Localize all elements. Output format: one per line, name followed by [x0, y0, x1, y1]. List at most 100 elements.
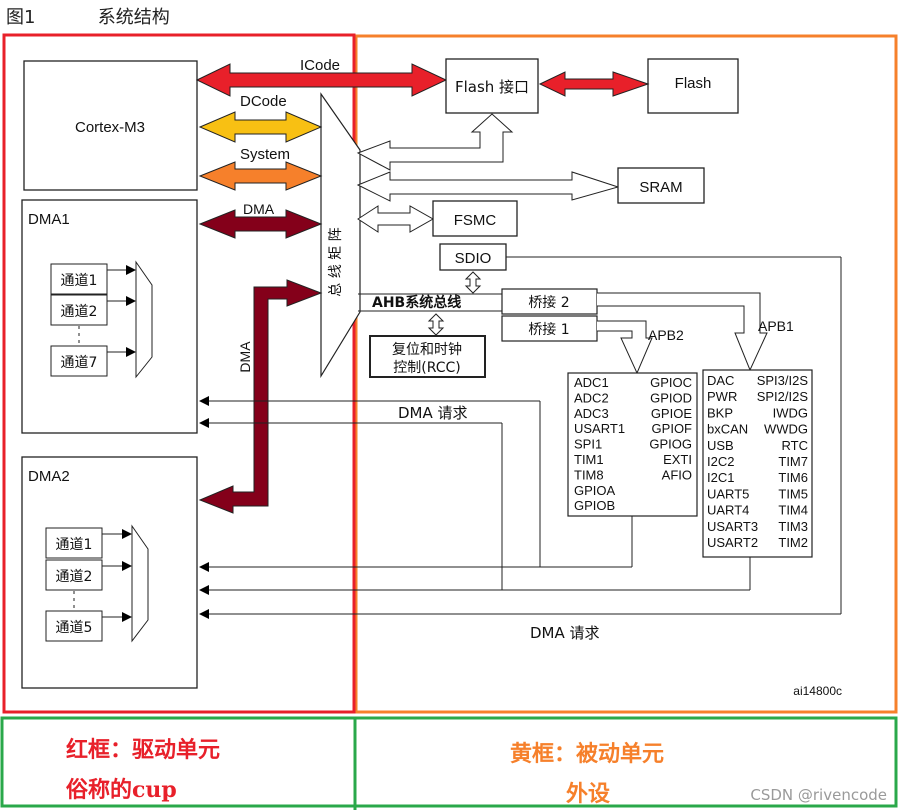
- dma1-channel-2-label: 通道2: [61, 304, 98, 320]
- bridge1-label: 桥接 1: [528, 321, 569, 338]
- apb2-bus-arrow: [597, 320, 653, 375]
- dma1-channel-2: [50, 294, 108, 326]
- peripheral-i2c2: I2C2: [707, 454, 734, 469]
- bus-matrix: [320, 92, 361, 379]
- peripheral-usart2: USART2: [707, 535, 758, 550]
- peripheral-i2c1: I2C1: [707, 470, 734, 485]
- fsmc-label: FSMC: [454, 212, 497, 229]
- flash-block: [647, 58, 739, 114]
- flash-interface-block: [445, 58, 539, 114]
- apb2-peripherals-box: [567, 372, 698, 517]
- cortex-m3-block: [23, 60, 198, 191]
- dma1-channel-7-label: 通道7: [61, 355, 98, 371]
- figure-title: 系统结构: [97, 7, 170, 28]
- dma2-channels: 通道1 通道2 通道5: [45, 524, 149, 643]
- peripheral-spi2-i2s: SPI2/I2S: [757, 389, 809, 404]
- dma2-channel-2-label: 通道2: [56, 569, 93, 585]
- peripheral-spi3-i2s: SPI3/I2S: [757, 373, 809, 388]
- peripheral-tim5: TIM5: [778, 486, 808, 501]
- system-label: System: [240, 146, 290, 163]
- peripheral-tim8: TIM8: [574, 467, 604, 482]
- apb1-peripherals-box: [702, 369, 813, 558]
- peripheral-gpioc: GPIOC: [650, 375, 692, 390]
- dma2-bus-arrow: [198, 279, 323, 514]
- peripheral-exti: EXTI: [663, 452, 692, 467]
- flash-bus-arrow: [538, 71, 650, 97]
- figure-number: 图1: [6, 7, 36, 28]
- dma2-channel-1: [45, 527, 103, 559]
- ahb-label: AHB系统总线: [372, 294, 461, 311]
- peripheral-iwdg: IWDG: [773, 405, 808, 420]
- bus-matrix-label: 总 线 矩 阵: [328, 227, 344, 296]
- dma-request-label-1: DMA 请求: [398, 404, 468, 422]
- orange-frame-passive: [354, 34, 898, 714]
- matrix-to-flash-arrow: [356, 113, 514, 171]
- peripheral-tim3: TIM3: [778, 519, 808, 534]
- peripheral-adc3: ADC3: [574, 406, 609, 421]
- dma-request-label-2: DMA 请求: [530, 624, 600, 642]
- dma2-channel-2: [45, 559, 103, 591]
- icode-label: ICode: [300, 57, 340, 74]
- dma2-channel-5-label: 通道5: [56, 620, 93, 636]
- sram-bus-arrow: [356, 171, 620, 202]
- bridge1-block: [501, 315, 598, 342]
- peripheral-uart4: UART4: [707, 503, 749, 518]
- peripheral-gpiod: GPIOD: [650, 390, 692, 405]
- apb1-left-column: DACPWRBKPbxCANUSBI2C2I2C1UART5UART4USART…: [707, 373, 758, 550]
- peripheral-wwdg: WWDG: [764, 422, 808, 437]
- dma1-channel-7: [50, 345, 108, 377]
- figure-caption: 图1 系统结构: [6, 3, 170, 29]
- dma1-label: DMA1: [28, 211, 70, 228]
- rcc-label-line1: 复位和时钟: [392, 341, 462, 358]
- dma1-arbiter-mux: [135, 260, 153, 379]
- flash-label: Flash: [675, 75, 712, 92]
- rcc-block: [369, 335, 486, 378]
- peripheral-gpiof: GPIOF: [652, 421, 693, 436]
- peripheral-afio: AFIO: [662, 467, 692, 482]
- peripheral-pwr: PWR: [707, 389, 737, 404]
- peripheral-uart5: UART5: [707, 486, 749, 501]
- dma1-channel-1-label: 通道1: [61, 273, 98, 289]
- red-frame-note-line1: 红框：驱动单元: [66, 737, 221, 763]
- flash-interface-label: Flash 接口: [455, 78, 529, 96]
- red-frame-note-line2: 俗称的cup: [66, 777, 177, 803]
- fsmc-block: [432, 200, 518, 237]
- peripheral-tim7: TIM7: [778, 454, 808, 469]
- peripheral-tim1: TIM1: [574, 452, 604, 467]
- fsmc-bus-arrow: [357, 205, 435, 233]
- dma-request-lines: [199, 257, 842, 619]
- apb2-label: APB2: [648, 327, 684, 343]
- peripheral-bxcan: bxCAN: [707, 422, 748, 437]
- system-bus-arrow: [198, 161, 323, 191]
- sdio-block: [439, 243, 507, 271]
- dma1-block: [21, 199, 198, 434]
- dcode-bus-arrow: [198, 111, 323, 143]
- peripheral-tim6: TIM6: [778, 470, 808, 485]
- dma1-channel-1: [50, 263, 108, 295]
- apb1-label: APB1: [758, 318, 794, 334]
- rcc-ahb-arrow: [427, 313, 445, 336]
- dma2-channel-1-label: 通道1: [56, 537, 93, 553]
- peripheral-usart3: USART3: [707, 519, 758, 534]
- peripheral-tim4: TIM4: [778, 503, 808, 518]
- apb1-right-column: SPI3/I2SSPI2/I2SIWDGWWDGRTCTIM7TIM6TIM5T…: [757, 373, 809, 550]
- peripheral-usart1: USART1: [574, 421, 625, 436]
- peripheral-gpiob: GPIOB: [574, 498, 615, 513]
- green-frame-notes: [0, 716, 898, 808]
- peripheral-gpioe: GPIOE: [651, 406, 693, 421]
- sdio-label: SDIO: [455, 250, 492, 267]
- peripheral-gpiog: GPIOG: [649, 437, 692, 452]
- rcc-label-line2: 控制(RCC): [393, 360, 461, 376]
- peripheral-dac: DAC: [707, 373, 734, 388]
- peripheral-usb: USB: [707, 438, 734, 453]
- peripheral-spi1: SPI1: [574, 437, 602, 452]
- peripheral-gpioa: GPIOA: [574, 483, 616, 498]
- orange-frame-note-line1: 黄框：被动单元: [510, 741, 665, 767]
- dma-bus-arrow: [198, 209, 323, 239]
- watermark: CSDN @rivencode: [750, 786, 887, 804]
- orange-frame-note-line2: 外设: [566, 781, 611, 807]
- peripheral-adc2: ADC2: [574, 390, 609, 405]
